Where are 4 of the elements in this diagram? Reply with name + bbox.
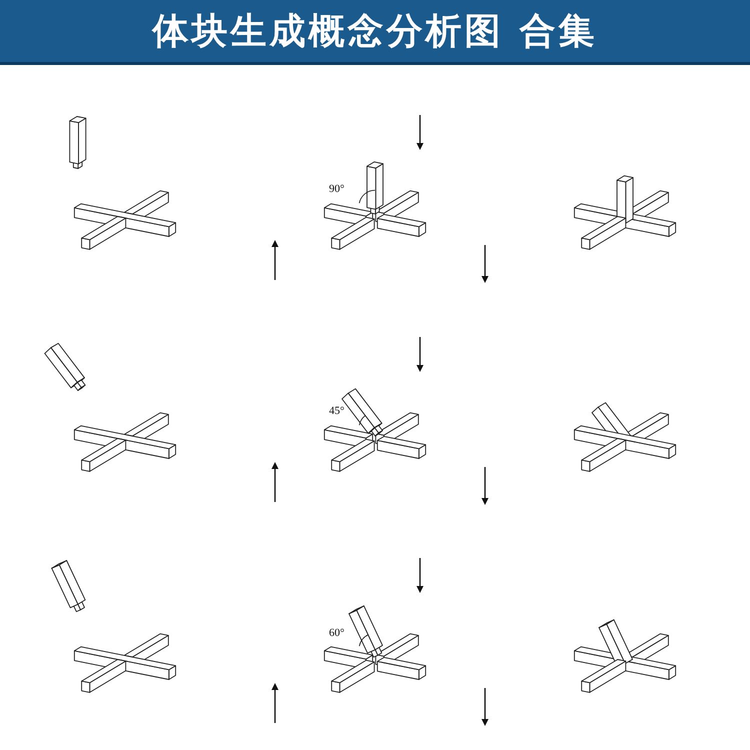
angle-label: 60° [329,628,344,639]
angle-label: 90° [329,184,344,196]
title: 体块生成概念分析图 合集 [152,10,598,54]
angle-label: 45° [329,406,344,417]
